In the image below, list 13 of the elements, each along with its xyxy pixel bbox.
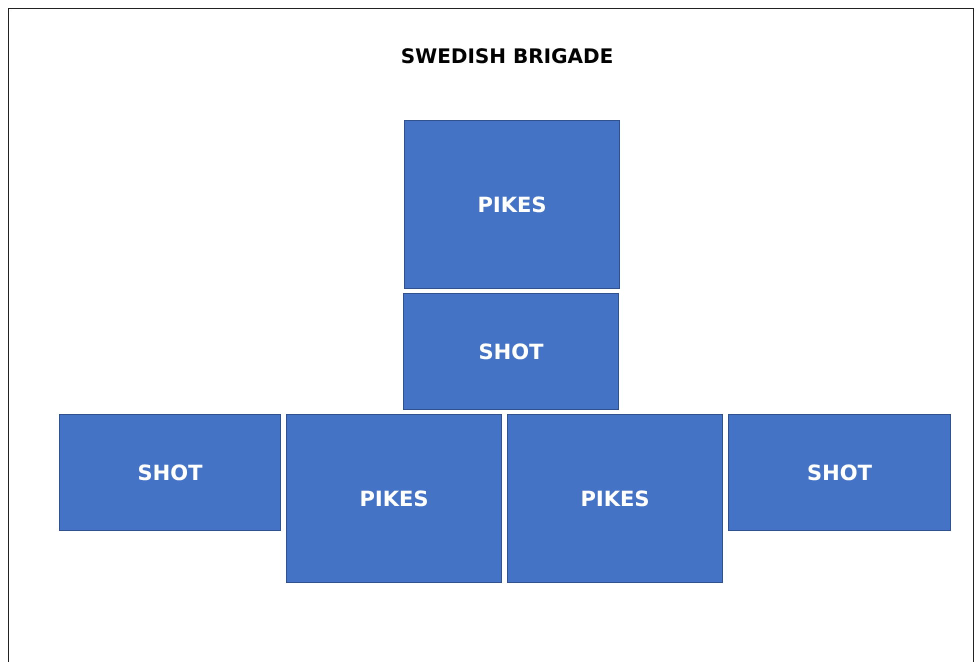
- formation-block: [507, 414, 723, 583]
- block-label: SHOT: [807, 460, 872, 484]
- formation-block: [59, 414, 281, 531]
- block-label: PIKES: [478, 192, 546, 216]
- block-label: SHOT: [138, 460, 202, 484]
- formation-block: [404, 120, 620, 289]
- formation-block: [403, 293, 619, 410]
- formation-block: [728, 414, 951, 531]
- diagram-title: SWEDISH BRIGADE: [400, 44, 614, 68]
- block-label: SHOT: [478, 340, 544, 364]
- formation-block: [286, 414, 502, 583]
- block-label: PIKES: [360, 486, 428, 510]
- block-label: PIKES: [580, 486, 650, 510]
